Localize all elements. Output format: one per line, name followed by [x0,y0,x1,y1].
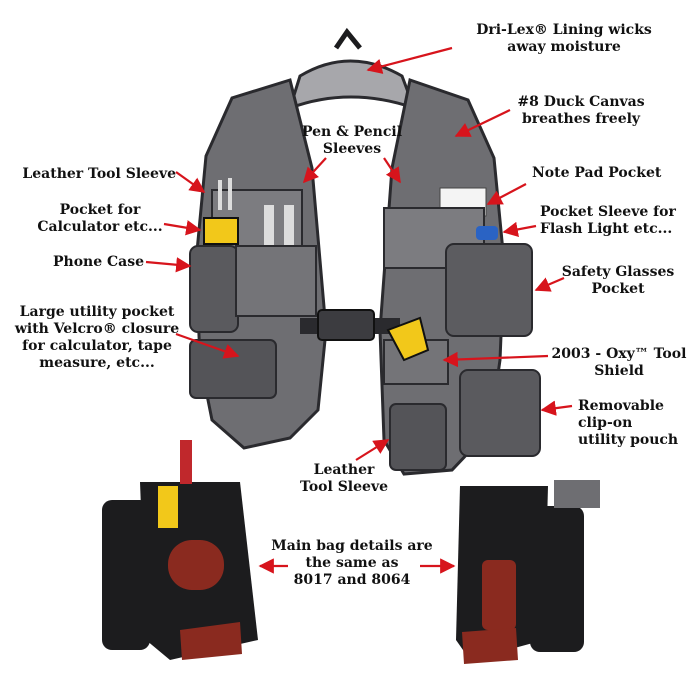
label-oxy-2: Shield [594,363,644,379]
arrow-safety [534,276,565,292]
right-bag-holster [482,560,516,630]
flashlight [476,226,498,240]
label-pen-1: Pen & Pencil [301,124,403,140]
label-removable-pouch: Removable clip-on utility pouch [578,398,688,449]
safety-glasses-pocket-shape [445,243,533,337]
calculator-yellow [203,217,239,245]
label-utility-1: Large utility pocket [19,304,175,320]
label-flashlight: Pocket Sleeve for Flash Light etc... [540,204,690,238]
arrow-notepad [486,183,527,205]
pen-3 [264,205,274,255]
label-duck-2: breathes freely [521,111,641,127]
arrow-oxy [442,351,549,368]
label-removable-2: clip-on [578,415,633,431]
label-leather-tool-sleeve-top: Leather Tool Sleeve [20,166,176,183]
label-leather-bottom-2: Tool Sleeve [300,479,388,495]
arrow-leather-bottom [355,439,390,461]
hanger-loop [333,27,362,50]
label-calculator-2: Calculator etc... [37,219,163,235]
leather-sleeve-shape [389,403,447,471]
vest-collar [287,59,417,111]
arrow-drilex [366,46,453,74]
arrow-flashlight [502,221,537,238]
pen-4 [284,205,294,255]
label-flashlight-2: Flash Light etc... [540,221,673,237]
label-flashlight-1: Pocket Sleeve for [540,204,676,220]
left-lower-sleeve [235,245,317,317]
label-safety-1: Safety Glasses [561,264,675,280]
label-safety-glasses: Safety Glasses Pocket [556,264,680,298]
label-phone-case: Phone Case [40,254,144,271]
pen-1 [218,180,222,210]
left-bag-leather-base [180,622,242,660]
phone-case-shape [189,245,239,333]
label-duck-1: #8 Duck Canvas [517,94,645,110]
label-mainbag-3: 8017 and 8064 [293,572,411,588]
label-calculator: Pocket for Calculator etc... [34,202,166,236]
removable-pouch-shape [459,369,541,457]
left-bag-tape [168,540,224,590]
label-utility-pocket: Large utility pocket with Velcro® closur… [14,304,180,372]
label-leather-top-1: Leather Tool Sleeve [22,166,176,182]
label-utility-4: measure, etc... [39,355,155,371]
label-main-bag: Main bag details are the same as 8017 an… [262,538,442,589]
label-mainbag-1: Main bag details are [271,538,433,554]
label-utility-3: for calculator, tape [22,338,172,354]
label-leather-bottom-1: Leather [313,462,375,478]
label-drilex: Dri-Lex® Lining wicks away moisture [456,22,672,56]
arrow-leather-top [175,171,206,193]
utility-pocket-shape [189,339,277,399]
label-duck-canvas: #8 Duck Canvas breathes freely [506,94,656,128]
label-safety-2: Pocket [591,281,645,297]
pen-2 [228,178,232,210]
arrow-pen-left [302,157,327,184]
right-bag-leather-base [462,628,518,664]
left-bag-tool-yellow [158,486,178,528]
label-mainbag-2: the same as [305,555,399,571]
tape-yellow [386,316,430,362]
label-oxy-shield: 2003 - Oxy™ Tool Shield [546,346,692,380]
label-removable-3: utility pouch [578,432,679,448]
arrow-removable [540,400,573,416]
chest-buckle [317,309,375,341]
arrow-duck [454,109,511,137]
label-utility-2: with Velcro® closure [14,321,180,337]
arrow-utility [175,332,240,359]
arrow-phone [145,257,192,273]
label-phone-1: Phone Case [52,254,144,270]
label-note-pad: Note Pad Pocket [532,165,682,182]
arrow-pen-right [383,157,401,184]
label-pen-2: Sleeves [322,141,382,157]
label-calculator-1: Pocket for [59,202,141,218]
label-drilex-2: away moisture [507,39,621,55]
left-bag-handle-red [180,440,192,484]
callout-arrows [145,46,573,574]
right-bag-box [554,480,600,508]
label-oxy-1: 2003 - Oxy™ Tool [551,346,687,362]
label-drilex-1: Dri-Lex® Lining wicks [476,22,652,38]
label-leather-tool-sleeve-bottom: Leather Tool Sleeve [292,462,396,496]
label-pen-pencil: Pen & Pencil Sleeves [296,124,408,158]
left-bag-side [102,500,150,650]
label-notepad-1: Note Pad Pocket [532,165,662,181]
arrow-calculator [163,220,202,236]
label-removable-1: Removable [578,398,664,414]
